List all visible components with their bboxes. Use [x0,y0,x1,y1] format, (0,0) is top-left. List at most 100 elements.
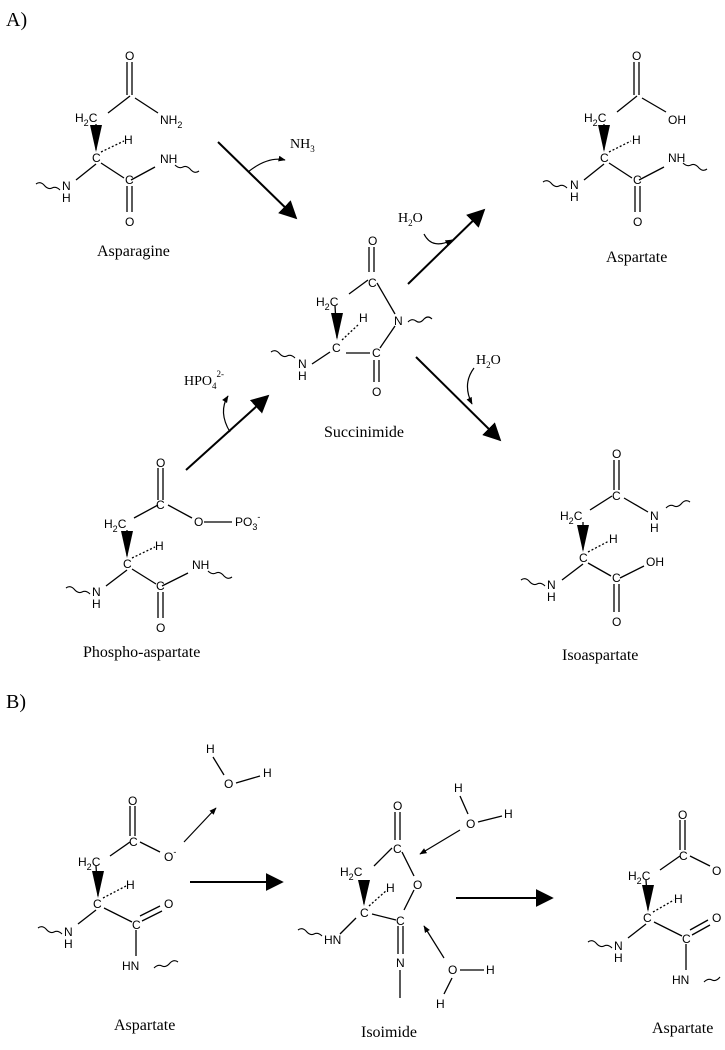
phospho-aspartate-atom-h2c: H2C [104,517,127,534]
phospho-aspartate-atom-h: H [155,539,164,553]
phospho-aspartate-name: Phospho-aspartate [83,644,200,661]
isoaspartate-atom-o: O [612,447,621,461]
aspartate-top-atom-nh-h: H [570,190,579,204]
aspartate-b-left-structure [37,806,179,969]
phospho-aspartate-atom-o-ester: O [194,515,203,529]
water-uptake-arrow-top [423,233,453,246]
phosphate-release-arrow [222,395,231,433]
isoimide-atom-n: N [396,956,405,970]
phospho-aspartate-atom-nh: NH [192,558,209,572]
aspartate-top-atom-n: N [570,178,579,192]
phospho-aspartate-atom-nh-h: H [92,597,101,611]
aspartate-b-left-atom-nh-h: H [64,937,73,951]
isoimide-atom-hn: HN [324,933,341,947]
water-b1-bond2 [235,775,261,784]
water-b3-atom-o: O [448,963,457,977]
water-b3-atom-h1: H [486,963,495,977]
asparagine-atom-nh-h: H [62,191,71,205]
reagent-phosphate: HPO42- [184,369,224,391]
asparagine-atom-h: H [124,133,133,147]
isoaspartate-atom-n: N [547,578,556,592]
asparagine-atom-h2c: H2C [75,111,98,128]
asparagine-structure [35,62,200,212]
reagent-nh3: NH3 [290,137,315,154]
aspartate-top-name: Aspartate [606,249,667,266]
aspartate-b-left-atom-n: N [64,925,73,939]
panel-label-a: A) [6,9,27,31]
succinimide-atom-h: H [359,311,368,325]
arrow-succinimide-to-isoaspartate [415,356,502,442]
aspartate-b-right-atom-h2c: H2C [628,869,651,886]
aspartate-b-left-atom-o: O [128,794,137,808]
aspartate-b-right-atom-c2: C [682,932,691,946]
aspartate-b-right-atom-c1: C [679,849,688,863]
aspartate-top-atom-h2c: H2C [584,111,607,128]
succinimide-atom-o: O [368,234,377,248]
aspartate-b-left-atom-hn: HN [122,959,139,973]
aspartate-top-atom-o2: O [633,215,642,229]
phospho-aspartate-atom-c: C [123,557,132,571]
phospho-aspartate-atom-po3: PO3- [235,512,260,532]
isoaspartate-atom-o2: O [612,615,621,629]
succinimide-atom-c2: C [372,346,381,360]
asparagine-name: Asparagine [97,243,170,260]
water-b1-atom-h1: H [206,742,215,756]
phospho-aspartate-structure [65,468,233,618]
aspartate-b-right-structure [587,820,721,983]
water-b3-bond2 [443,977,453,995]
isoimide-atom-o: O [393,799,402,813]
aspartate-top-atom-oh: OH [668,113,686,127]
aspartate-b-left-atom-h: H [126,878,135,892]
aspartate-b-right-atom-hn: HN [672,973,689,987]
succinimide-atom-c1: C [368,276,377,290]
isoaspartate-atom-c1: C [612,489,621,503]
asparagine-atom-c2: C [125,173,134,187]
asparagine-atom-o2: O [125,215,134,229]
aspartate-b-left-atom-o-minus: O- [164,847,176,864]
isoaspartate-atom-nh: N [650,509,659,523]
phospho-aspartate-atom-o2: O [156,621,165,635]
aspartate-b-right-name: Aspartate [652,1020,713,1037]
succinimide-atom-c: C [332,341,341,355]
aspartate-b-right-atom-o-minus: O [712,864,721,878]
aspartate-top-atom-o: O [632,49,641,63]
succinimide-atom-nh-h: H [298,369,307,383]
asparagine-atom-n: N [62,179,71,193]
water-b1-atom-o: O [224,777,233,791]
aspartate-b-right-atom-o2: O [712,911,721,925]
aspartate-top-atom-c2: C [633,173,642,187]
isoimide-atom-h2c: H2C [340,865,363,882]
phospho-aspartate-atom-n: N [92,585,101,599]
water-b3-atom-h2: H [436,997,445,1011]
isoimide-atom-c1: C [393,842,402,856]
isoaspartate-atom-h: H [609,532,618,546]
isoaspartate-structure [520,460,691,612]
isoimide-atom-h: H [386,881,395,895]
water-uptake-arrow-bottom [466,367,475,405]
aspartate-b-left-atom-h2c: H2C [78,855,101,872]
asparagine-atom-o: O [125,49,134,63]
arrow-proton-transfer [183,807,217,843]
water-b1-atom-h2: H [263,766,272,780]
succinimide-name: Succinimide [324,424,404,441]
succinimide-atom-o2: O [372,385,381,399]
water-b2-atom-h2: H [504,807,513,821]
isoimide-atom-c2: C [396,914,405,928]
nh3-release-arrow [247,155,286,173]
arrow-asparagine-to-succinimide [217,141,298,220]
isoimide-name: Isoimide [361,1024,417,1041]
isoaspartate-atom-oh: OH [646,555,664,569]
aspartate-b-right-atom-n: N [614,939,623,953]
aspartate-top-atom-c: C [600,151,609,165]
succinimide-atom-h2c: H2C [316,295,339,312]
aspartate-b-right-atom-nh-h: H [614,951,623,965]
aspartate-top-atom-h: H [632,133,641,147]
aspartate-b-left-atom-c: C [93,897,102,911]
isoaspartate-atom-h2c: H2C [560,509,583,526]
asparagine-atom-c: C [92,151,101,165]
arrow-water-attack-bottom [423,925,445,959]
panel-label-b: B) [6,691,26,713]
asparagine-atom-nh: NH [160,152,177,166]
asparagine-atom-nh2: NH2 [160,113,182,130]
